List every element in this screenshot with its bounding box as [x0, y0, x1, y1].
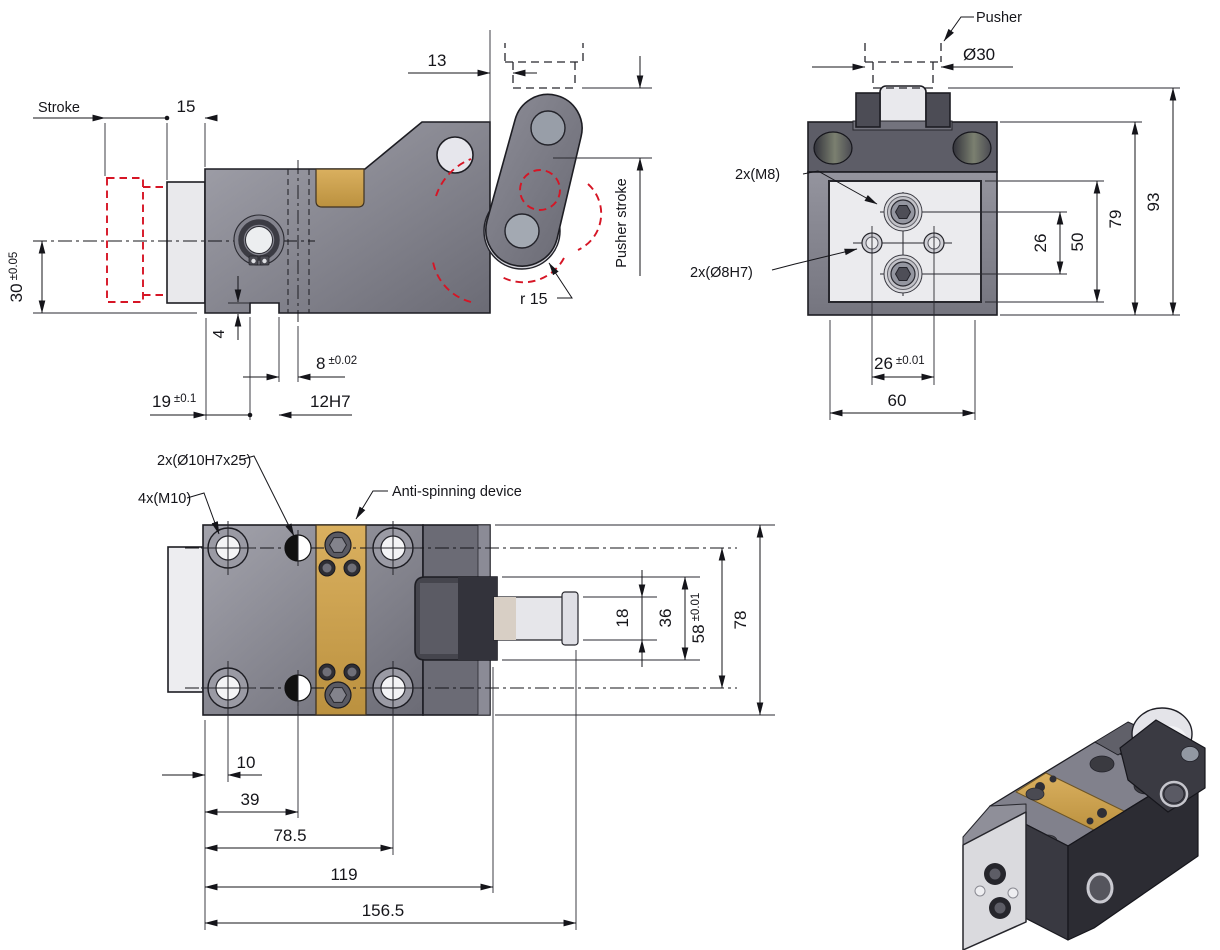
m10-hole: [366, 661, 420, 715]
dim-39-label: 39: [241, 790, 260, 809]
dim-13: 13: [408, 30, 537, 160]
pivot-bore-side: [436, 136, 474, 174]
dim-78-label: 78: [731, 611, 750, 630]
dim-78-5-label: 78.5: [273, 826, 306, 845]
dim-8-label: 8±0.02: [316, 354, 357, 373]
plan-right-dims: 18 36 58±0.01 78: [495, 524, 775, 716]
pusher-envelope-front: [864, 43, 942, 89]
side-view: Stroke 15 13 Pusher stroke r 15 30±0.05 …: [7, 30, 652, 420]
stroke-retracted-outline: [106, 177, 167, 303]
dim-30: 30±0.05: [7, 240, 197, 314]
pusher-label: Pusher: [976, 10, 1022, 26]
dim-58-label: 58±0.01: [689, 593, 708, 644]
dowel-symbol-bottom: [284, 670, 312, 706]
antispin-callout: Anti-spinning device: [355, 484, 522, 520]
dim-26-label: 26: [1031, 234, 1050, 253]
dim-19-12h7: 19±0.1 12H7: [150, 317, 352, 420]
dim-15-label: 15: [177, 97, 196, 116]
dim-18-label: 18: [613, 609, 632, 628]
dowel-callout-front: 2x(Ø8H7): [690, 248, 858, 281]
m8-callout: 2x(M8): [735, 167, 878, 205]
pusher-stroke-label: Pusher stroke: [614, 178, 630, 267]
dim-36-label: 36: [656, 609, 675, 628]
dim-dia30: Ø30: [812, 45, 1013, 71]
dim-stroke: Stroke 15: [33, 97, 218, 180]
antispin-screws-bottom: [318, 663, 361, 709]
snap-ring-bore: [233, 214, 285, 266]
m8-screw-top: [883, 192, 923, 232]
dim-pusher-stroke: Pusher stroke: [553, 56, 652, 276]
dim-156-5-label: 156.5: [362, 901, 405, 920]
front-right-dims: 26 50 79 93: [948, 87, 1180, 316]
dim-93-label: 93: [1144, 193, 1163, 212]
dim-r15: r 15: [520, 262, 573, 308]
gib-insert-side: [315, 168, 365, 208]
dim-4: 4: [211, 276, 250, 340]
lever-top-hole: [530, 110, 566, 146]
antispin-label: Anti-spinning device: [392, 484, 522, 500]
m8-label: 2x(M8): [735, 167, 780, 183]
dim-60-label: 60: [888, 391, 907, 410]
dim-12h7-label: 12H7: [310, 392, 351, 411]
front-bottom-dims: 26±0.01 60: [829, 226, 976, 420]
roller-plan: [493, 591, 579, 646]
dowel-callout-plan: 2x(Ø10H7x25): [157, 453, 295, 537]
m10-hole: [201, 661, 255, 715]
alternate-position-outline: [432, 158, 603, 303]
dia30-label: Ø30: [963, 45, 995, 64]
dowel-label-plan: 2x(Ø10H7x25): [157, 453, 251, 469]
dim-30-label: 30±0.05: [7, 252, 26, 303]
m10-callout: 4x(M10): [138, 491, 220, 535]
iso-lever: [1119, 719, 1206, 813]
dim-19-label: 19±0.1: [152, 392, 196, 411]
clevis-left-front: [855, 92, 881, 128]
m10-hole: [201, 521, 255, 575]
stroke-label: Stroke: [38, 100, 80, 116]
dim-119-label: 119: [330, 865, 357, 884]
dim-8: 8±0.02: [243, 317, 357, 382]
lever-axle-hole: [504, 213, 540, 249]
clevis-right-front: [925, 92, 951, 128]
dim-50-label: 50: [1068, 233, 1087, 252]
pusher-upper-position-outline: [504, 43, 584, 89]
iso-slot-hole: [1089, 755, 1115, 773]
m8-screw-bottom: [883, 254, 923, 294]
pusher-callout: Pusher: [943, 10, 1022, 42]
dim-4-label: 4: [211, 329, 228, 338]
dim-10-label: 10: [237, 753, 256, 772]
pusher-plate-side: [166, 181, 206, 304]
isometric-view: [962, 707, 1206, 950]
front-view: Pusher Ø30 2x(M8) 2x(Ø8H7) 26 50 79 93 2…: [690, 10, 1180, 420]
dim-79-label: 79: [1106, 210, 1125, 229]
dowel-label-front: 2x(Ø8H7): [690, 265, 753, 281]
clevis-base-front: [852, 120, 953, 131]
r15-label: r 15: [520, 291, 548, 308]
mount-slot-left: [813, 131, 853, 165]
plan-view: 2x(Ø10H7x25) 4x(M10) Anti-spinning devic…: [138, 453, 775, 930]
body-side: [204, 121, 491, 314]
arm-block-plan: [414, 576, 498, 661]
pusher-plate-plan: [167, 546, 204, 693]
iso-side-bore: [1086, 872, 1114, 904]
mount-slot-right: [952, 131, 992, 165]
plan-bottom-dims: 10 39 78.5 119 156.5: [162, 650, 577, 930]
dim-13-label: 13: [428, 51, 447, 70]
dim-26tol-label: 26±0.01: [874, 354, 925, 373]
dowel-symbol-top: [284, 530, 312, 566]
m10-hole: [366, 521, 420, 575]
antispin-screws-top: [318, 531, 361, 577]
m10-label: 4x(M10): [138, 491, 191, 507]
m10-holes-plan: [201, 521, 420, 715]
